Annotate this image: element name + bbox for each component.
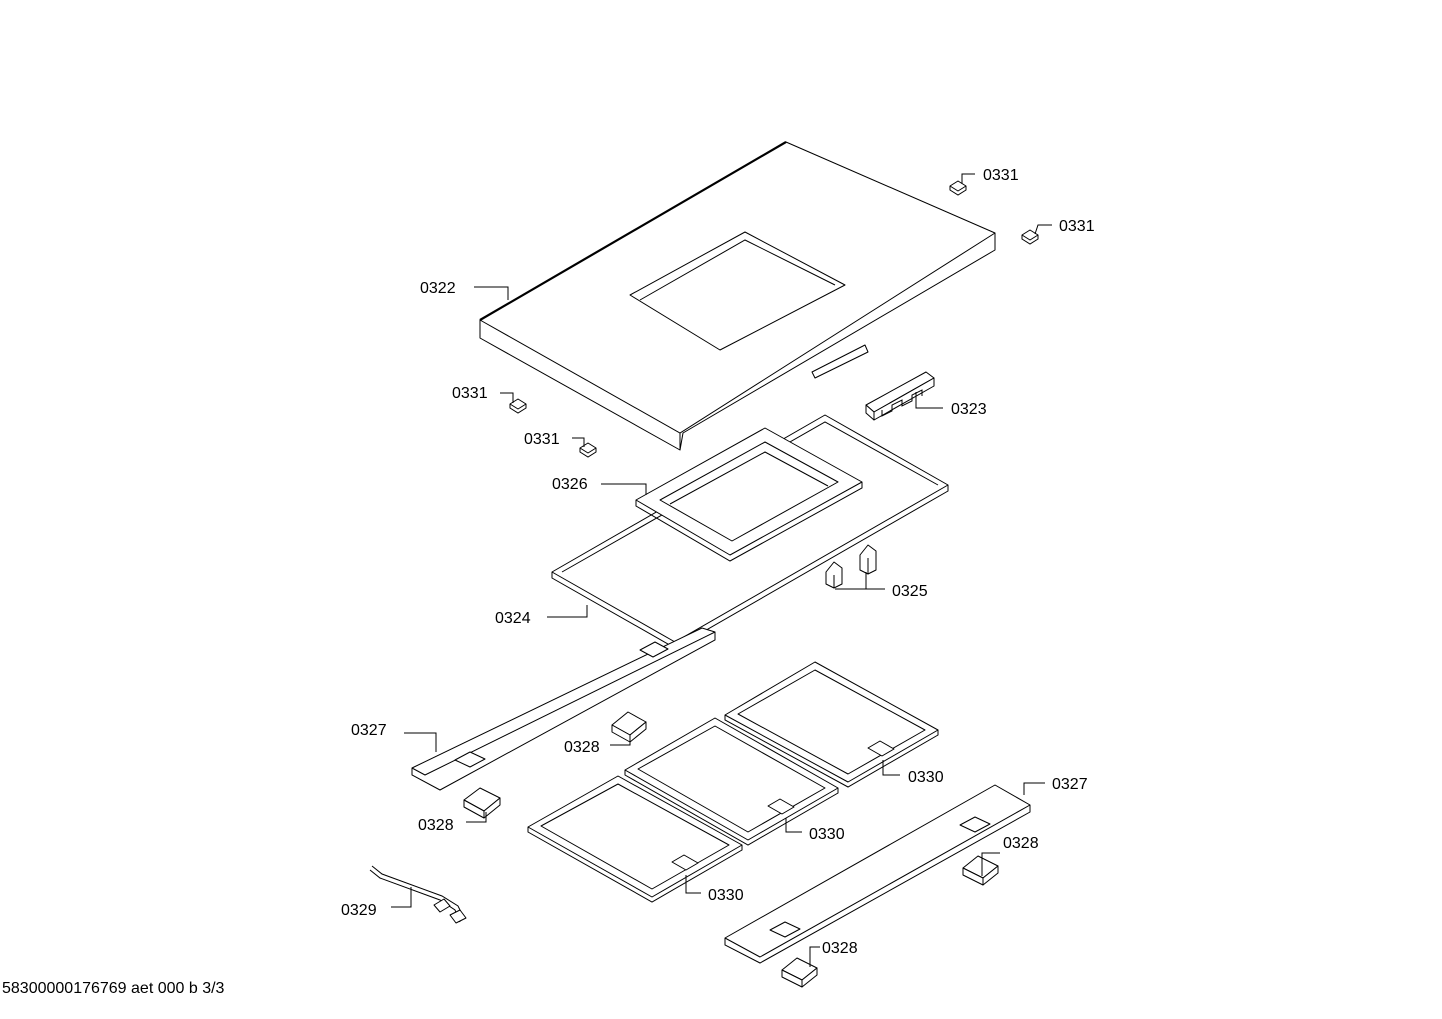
label-0325: 0325	[892, 583, 928, 600]
label-0326: 0326	[552, 476, 588, 493]
part-0331-foot-a	[949, 180, 967, 196]
label-0327: 0327	[351, 722, 387, 739]
part-0328-fastener-b	[463, 787, 501, 819]
label-0328: 0328	[564, 739, 600, 756]
part-0327-trim-right	[724, 784, 1031, 964]
label-0323: 0323	[951, 401, 987, 418]
label-0329: 0329	[341, 902, 377, 919]
part-0331-foot-d	[579, 442, 597, 458]
label-0331: 0331	[983, 167, 1019, 184]
part-0331-foot-b	[1021, 229, 1039, 245]
part-0328-fastener-a	[611, 711, 647, 743]
part-0330-filter-b	[624, 717, 839, 846]
label-0322: 0322	[420, 280, 456, 297]
label-0330: 0330	[708, 887, 744, 904]
leader-lines	[391, 173, 1052, 967]
part-0326-frame	[635, 427, 863, 562]
part-0328-fastener-d	[781, 957, 818, 988]
part-0330-filter-c	[527, 775, 743, 903]
label-0327: 0327	[1052, 776, 1088, 793]
label-0331: 0331	[524, 431, 560, 448]
part-0329-wiring-harness	[369, 865, 467, 924]
part-0323-control-module	[865, 371, 935, 421]
part-0327-trim-left	[411, 627, 716, 791]
part-0330-filter-a	[724, 661, 939, 788]
label-0324: 0324	[495, 610, 531, 627]
label-0330: 0330	[908, 769, 944, 786]
part-0325-clip-b	[859, 544, 877, 575]
label-0331: 0331	[1059, 218, 1095, 235]
label-0330: 0330	[809, 826, 845, 843]
label-0328: 0328	[1003, 835, 1039, 852]
label-0328: 0328	[822, 940, 858, 957]
part-0328-fastener-c	[962, 855, 999, 886]
part-0322-hood-body	[479, 141, 996, 451]
part-0331-foot-c	[509, 398, 527, 414]
part-0325-clip-a	[825, 561, 843, 589]
label-0331: 0331	[452, 385, 488, 402]
label-0328: 0328	[418, 817, 454, 834]
drawing-reference: 58300000176769 aet 000 b 3/3	[2, 980, 225, 997]
